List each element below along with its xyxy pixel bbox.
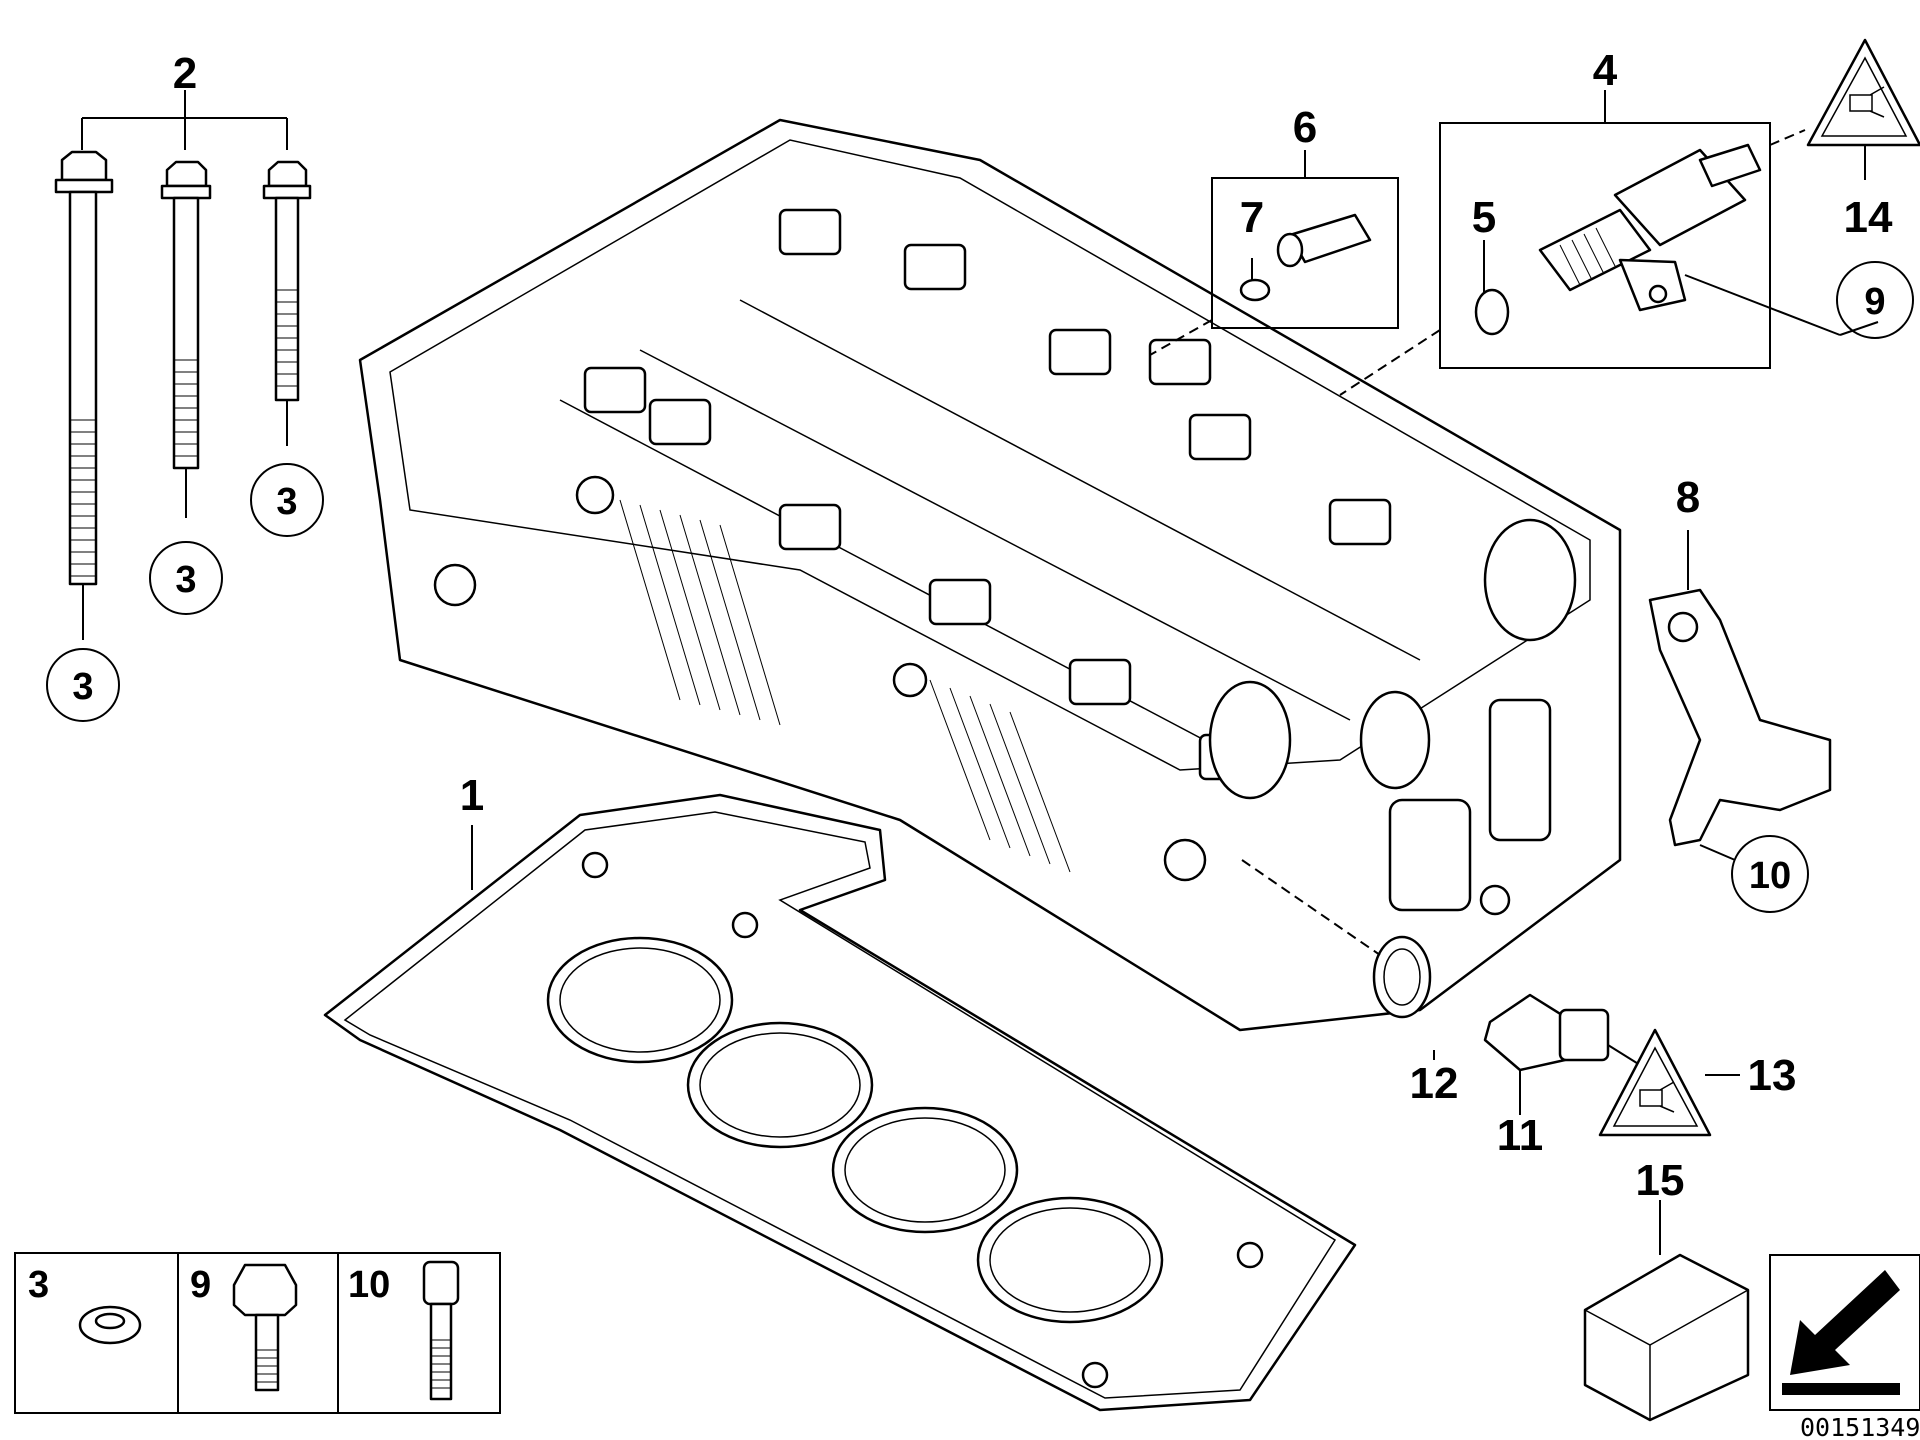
hardware-legend-table: 3 9 10 (14, 1252, 501, 1414)
direction-arrow-box (1769, 1254, 1920, 1411)
callout-8: 8 (1676, 473, 1700, 522)
legend-label-washer: 3 (28, 1264, 49, 1306)
callout-2: 2 (173, 49, 197, 98)
callout-3-short: 3 (276, 481, 297, 523)
callout-11: 11 (1497, 1111, 1544, 1160)
socket-bolt-icon (422, 1260, 460, 1401)
bolt-medium (160, 160, 212, 470)
callout-1: 1 (460, 771, 484, 820)
gasket-bores (546, 936, 1164, 1324)
group-6-box (1149, 150, 1399, 356)
callout-13: 13 (1748, 1051, 1797, 1100)
group-4-box (1339, 90, 1879, 396)
bracket-part-8 (1648, 530, 1832, 861)
callout-3-medium: 3 (175, 559, 196, 601)
kit-box-part-15 (1583, 1200, 1750, 1422)
callout-7: 7 (1240, 193, 1264, 242)
bolt-long (54, 150, 114, 586)
callout-15: 15 (1636, 1156, 1685, 1205)
legend-label-hex-bolt: 9 (190, 1264, 211, 1306)
front-face-ports (1163, 518, 1577, 916)
oil-pressure-sensor-group (1241, 859, 1641, 1115)
callout-5: 5 (1472, 193, 1496, 242)
hex-bolt-icon (232, 1263, 298, 1392)
warning-triangle-14 (1806, 38, 1920, 180)
cylinder-head (358, 118, 1622, 1032)
callout-labels: 2 1 6 7 4 5 14 8 12 11 13 15 (173, 46, 1893, 1205)
plug-part-7 (1276, 213, 1372, 268)
callout-9: 9 (1864, 281, 1885, 323)
circled-callouts: 3 3 3 9 10 (46, 261, 1914, 913)
legend-label-socket-bolt: 10 (348, 1264, 390, 1306)
warning-triangle-13 (1598, 1028, 1740, 1137)
solenoid-valve (1538, 143, 1762, 312)
bolt-short (262, 160, 312, 402)
callout-4: 4 (1593, 46, 1618, 95)
callout-12: 12 (1410, 1059, 1459, 1108)
callout-6: 6 (1293, 103, 1317, 152)
bearing-caps (583, 208, 1392, 781)
hatched-faces (619, 499, 1071, 873)
callout-10: 10 (1749, 855, 1791, 897)
cylinder-head-bolts (54, 90, 312, 640)
callout-3-long: 3 (72, 666, 93, 708)
callout-14: 14 (1844, 193, 1893, 242)
head-gasket (323, 793, 1357, 1412)
washer-icon (78, 1305, 142, 1345)
diagram-reference-number: 00151349 (1800, 1413, 1920, 1440)
pressure-sensor-part-11 (1483, 993, 1610, 1072)
